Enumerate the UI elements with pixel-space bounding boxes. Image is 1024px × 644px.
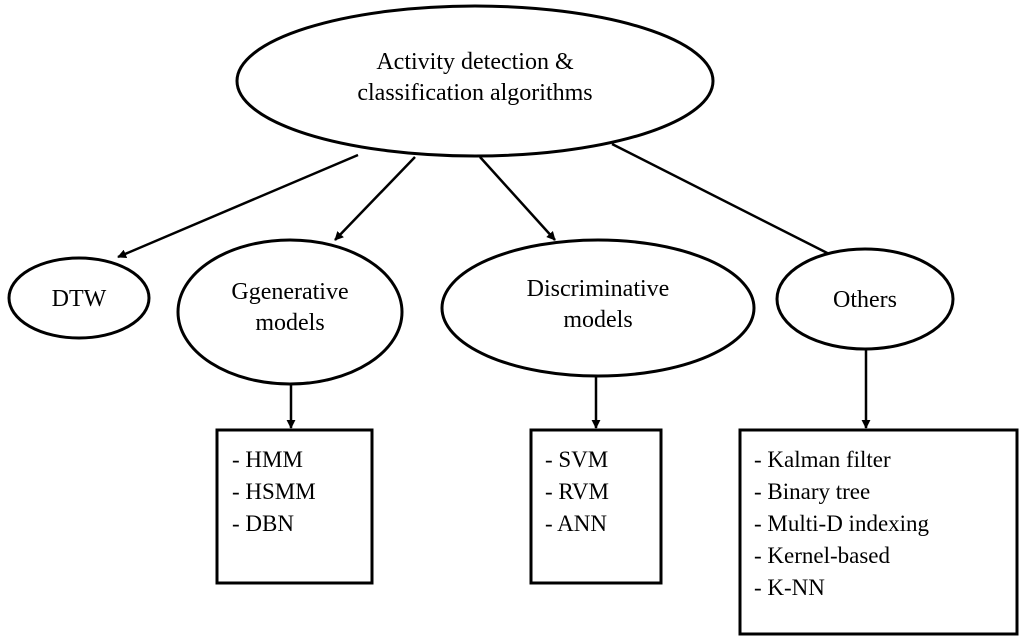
discriminative-models-label-line-2: models	[563, 307, 632, 333]
discriminative-models-node: Discriminative models	[440, 238, 756, 378]
root-node-label-line-2: classification algorithms	[357, 80, 592, 106]
generative-models-list: - HMM - HSMM - DBN	[215, 428, 374, 585]
dtw-node-label: DTW	[52, 286, 107, 312]
generative-models-label-line-2: models	[255, 310, 324, 336]
discriminative-models-list: - SVM - RVM - ANN	[529, 428, 663, 585]
edge-root-to-dtw	[117, 153, 359, 259]
list-item: - HSMM	[232, 479, 316, 504]
others-node-label: Others	[833, 287, 897, 313]
list-item: - K-NN	[754, 575, 825, 600]
edge-root-to-discriminative	[479, 156, 556, 241]
list-item: - Kalman filter	[754, 447, 891, 472]
edge-root-to-generative	[334, 156, 416, 241]
list-item: - SVM	[545, 447, 608, 472]
list-item: - HMM	[232, 447, 303, 472]
dtw-node: DTW	[7, 256, 151, 340]
list-item: - Multi-D indexing	[754, 511, 930, 536]
root-node-label-line-1: Activity detection &	[376, 49, 574, 75]
others-list: - Kalman filter - Binary tree - Multi-D …	[738, 428, 1019, 636]
generative-models-label-line-1: Ggenerative	[231, 279, 348, 305]
list-item: - DBN	[232, 511, 294, 536]
root-node: Activity detection & classification algo…	[235, 4, 715, 158]
list-item: - Kernel-based	[754, 543, 891, 568]
list-item: - ANN	[545, 511, 607, 536]
list-item: - Binary tree	[754, 479, 870, 504]
others-node: Others	[775, 247, 955, 351]
discriminative-models-label-line-1: Discriminative	[527, 276, 670, 302]
edge-root-to-others	[611, 142, 846, 264]
list-item: - RVM	[545, 479, 609, 504]
generative-models-node: Ggenerative models	[176, 238, 404, 386]
